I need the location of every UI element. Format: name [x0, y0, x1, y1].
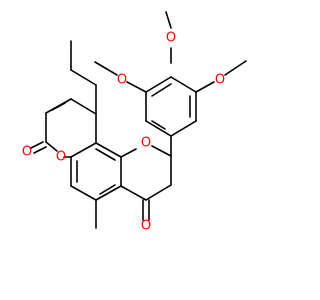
benzo-ring-inner-double-bond-3: [99, 184, 116, 195]
molecule-structure-diagram: O O O O O O O: [22, 11, 247, 234]
aryl-ring-bond-5: [145, 120, 172, 137]
aryl-ring-inner-double-bond-1: [151, 83, 172, 97]
molecule-canvas: O O O O O O O: [21, 11, 247, 234]
aryl-ring-inner-double-bond-3: [151, 120, 166, 130]
chroman-bond-c3-c4: [145, 184, 172, 201]
chroman-bond-c4-c4a: [120, 185, 147, 201]
chroman-bond-o1-c2: [151, 145, 172, 157]
methyl-bond-top-methoxy: [165, 11, 172, 29]
pyranone-bond-c7-o: [45, 141, 58, 152]
methyl-bond-left-methoxy: [94, 61, 118, 76]
benzo-ring-bond-2: [70, 142, 97, 158]
aryl-ring-bond-4: [170, 120, 197, 137]
benzo-ring-bond-5: [95, 185, 122, 201]
lactone-double-bond-a: [30, 141, 44, 149]
oxygen-label-lactone-carbonyl: O: [22, 145, 32, 160]
benzo-ring-bond-1: [95, 142, 122, 158]
bond-right-methoxy-o-to-ring: [195, 81, 215, 93]
oxygen-label-methoxy-right: O: [215, 73, 225, 88]
methyl-bond-right-methoxy: [224, 60, 247, 76]
lactone-double-bond-b: [33, 146, 47, 154]
benzo-ring-bond-4: [70, 185, 97, 201]
oxygen-label-methoxy-left: O: [117, 73, 127, 88]
oxygen-label-ketone: O: [141, 219, 151, 234]
oxygen-label-methoxy-top: O: [166, 31, 176, 46]
benzo-ring-inner-double-bond-1: [95, 148, 116, 161]
pyranone-bond-c9-c10: [70, 98, 97, 115]
bond-left-methoxy-o-to-ring: [126, 81, 147, 93]
propyl-bond-2: [70, 69, 97, 86]
oxygen-label-pyranone-ring: O: [56, 150, 66, 165]
aryl-ring-bond-2: [170, 76, 197, 93]
chroman-bond-c8a-o1: [120, 148, 137, 158]
pyranone-inner-double-bond: [51, 102, 66, 111]
oxygen-label-chroman-ring: O: [141, 136, 151, 151]
aryl-ring-bond-1: [145, 76, 172, 93]
